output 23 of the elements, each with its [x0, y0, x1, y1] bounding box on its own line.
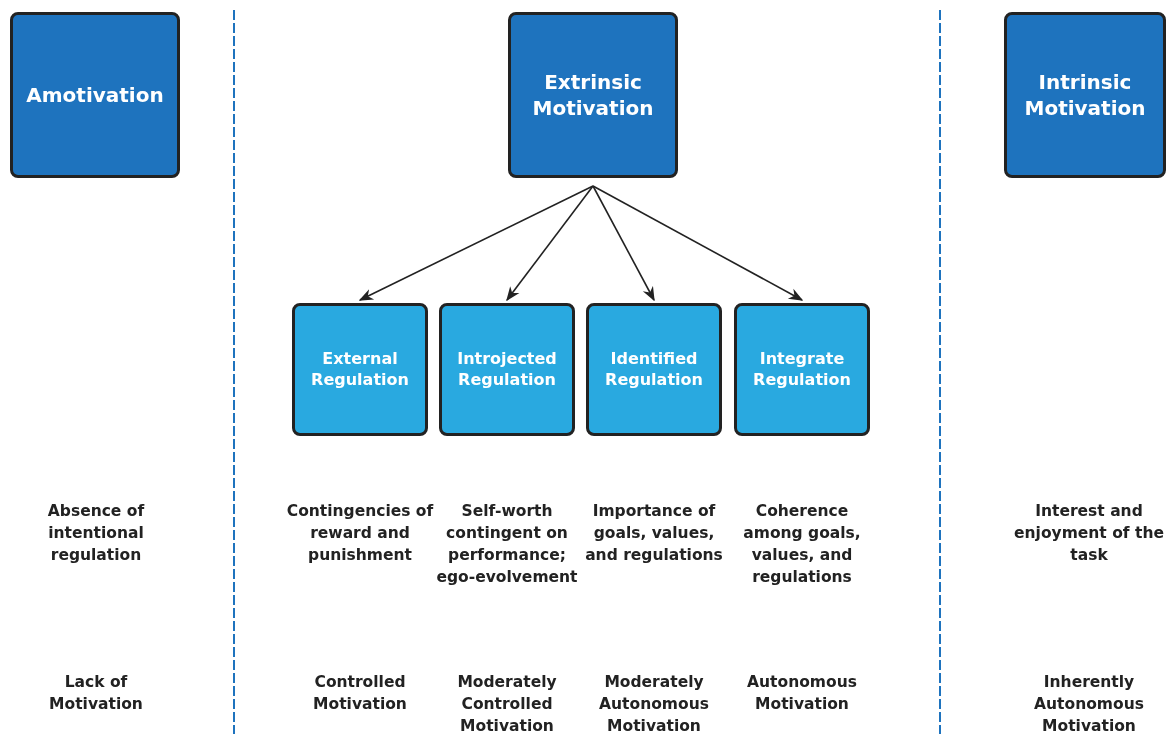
arrow: [358, 185, 594, 301]
regulation-box: Introjected Regulation: [439, 303, 575, 436]
description-text: Interest and enjoyment of the task: [1014, 501, 1164, 566]
arrow: [506, 185, 594, 302]
description-text: Importance of goals, values, and regulations: [584, 501, 724, 566]
arrow: [592, 185, 655, 302]
regulation-box: Identified Regulation: [586, 303, 722, 436]
regulation-box: External Regulation: [292, 303, 428, 436]
description-text: Autonomous Motivation: [746, 672, 858, 715]
category-box: Intrinsic Motivation: [1004, 12, 1166, 178]
description-text: Contingencies of reward and punishment: [285, 501, 435, 566]
description-text: Absence of intentional regulation: [46, 501, 146, 566]
description-text: Lack of Motivation: [48, 672, 144, 715]
arrow: [592, 185, 804, 301]
category-box: Amotivation: [10, 12, 180, 178]
description-text: Moderately Controlled Motivation: [456, 672, 558, 734]
description-text: Coherence among goals, values, and regulations: [742, 501, 862, 588]
regulation-box: Integrate Regulation: [734, 303, 870, 436]
description-text: Controlled Motivation: [312, 672, 408, 715]
description-text: Moderately Autonomous Motivation: [598, 672, 710, 734]
description-text: Self-worth contingent on performance; ego-evolvement: [435, 501, 579, 588]
description-text: Inherently Autonomous Motivation: [1033, 672, 1145, 734]
category-box: Extrinsic Motivation: [508, 12, 678, 178]
